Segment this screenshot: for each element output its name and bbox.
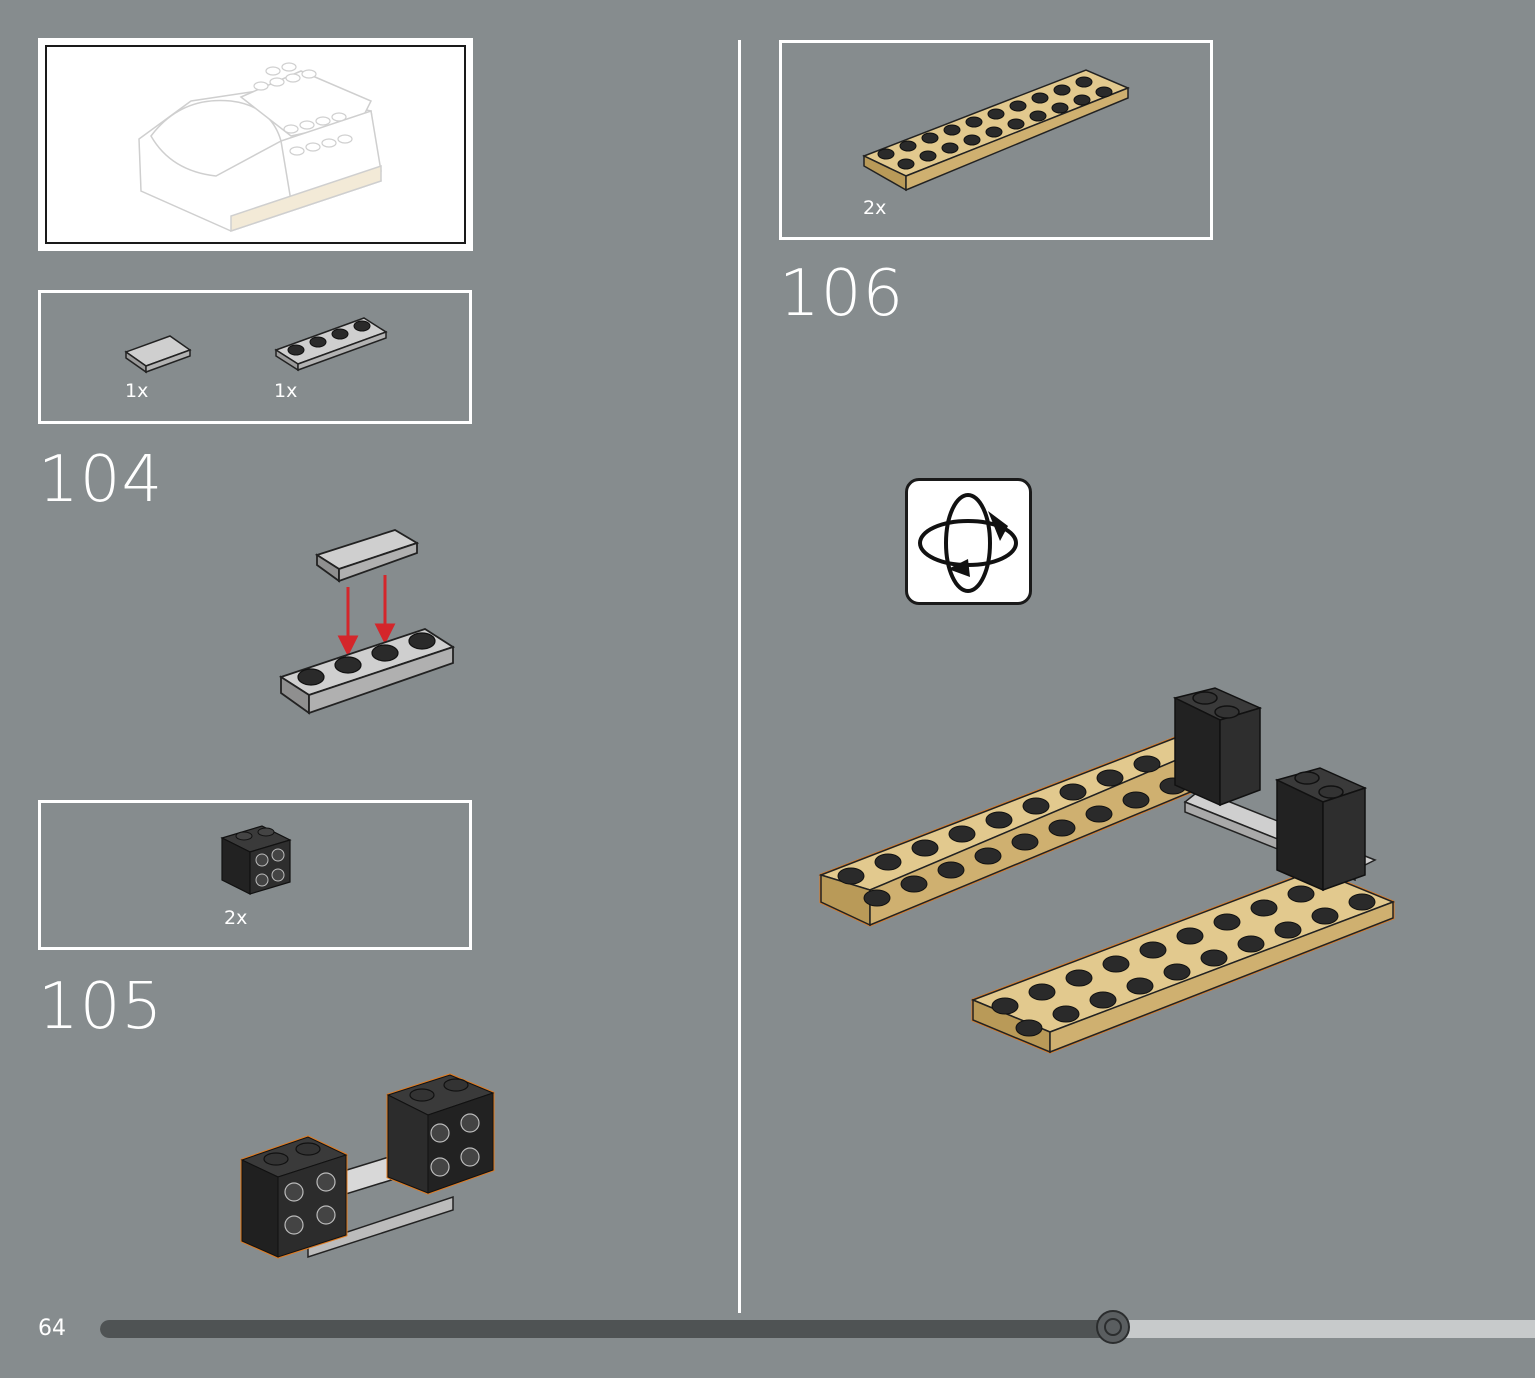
step-105-build-illustration	[240, 1073, 495, 1259]
step-105-parts-box	[38, 800, 472, 950]
submodel-overview-inner-border	[45, 45, 466, 244]
page-number: 64	[38, 1316, 66, 1341]
step-104-build-illustration	[278, 529, 456, 715]
step-106-part-1-qty: 2x	[863, 197, 887, 219]
instructions-progress-bar	[100, 1310, 1535, 1344]
step-105-number: 105	[38, 970, 164, 1044]
plate-2x10-tan-icon	[862, 69, 1130, 192]
step-105-part-1-qty: 2x	[224, 907, 248, 929]
step-106-build-illustration	[818, 687, 1396, 1054]
tile-1x2-gray-icon	[124, 335, 192, 374]
progress-fill	[100, 1320, 1113, 1338]
step-106-number: 106	[779, 257, 905, 331]
step-104-number: 104	[38, 443, 164, 517]
page-column-divider	[738, 40, 741, 1313]
submodel-overview-image	[138, 62, 382, 233]
step-104-parts-box	[38, 290, 472, 424]
progress-knob	[1096, 1310, 1130, 1344]
brick-2x2-studs-side-black-icon	[220, 825, 292, 895]
step-104-part-2-qty: 1x	[274, 380, 298, 402]
submodel-overview-frame	[38, 38, 473, 251]
step-106-parts-box	[779, 40, 1213, 240]
rotate-model-icon	[905, 478, 1032, 605]
step-104-part-1-qty: 1x	[125, 380, 149, 402]
plate-1x4-gray-icon	[274, 317, 388, 372]
